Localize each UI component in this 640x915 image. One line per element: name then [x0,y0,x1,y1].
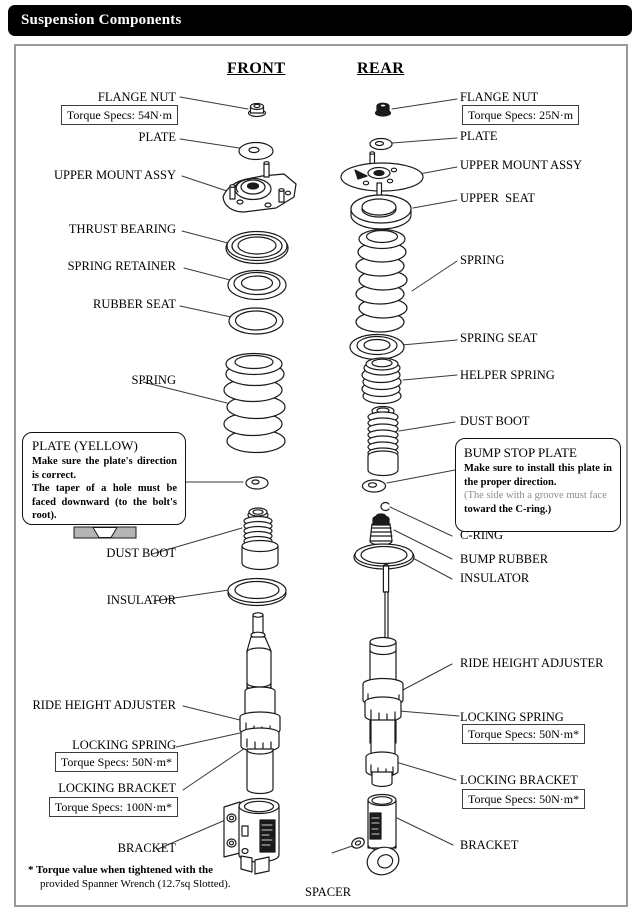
plate-yellow-note-line1: Make sure the plate's direction is corre… [32,456,177,481]
rear-c-ring-drawing [380,501,390,512]
rear-spacer-drawing [351,837,365,849]
bump-stop-note-line1: Make sure to install this plate in the p… [464,463,612,488]
rear-plate-drawing [369,137,393,151]
rear-locking-spring-label: LOCKING SPRING [460,710,564,724]
front-yellow-plate-drawing [245,476,269,490]
rear-leader-lines [331,98,460,854]
front-insulator-label: INSULATOR [106,593,176,607]
rear-shock-absorber-drawing [362,563,404,788]
bump-stop-note-line2: (The side with a groove must face [464,490,607,501]
plate-cross-section-diagram [73,526,136,538]
page-header: Suspension Components [8,5,632,36]
rear-flange-nut-drawing [374,102,392,117]
rear-upper-seat-label: UPPER SEAT [460,191,536,205]
front-rubber-seat-label: RUBBER SEAT [92,297,176,311]
rear-flange-nut-label: FLANGE NUT [460,90,539,104]
front-thrust-bearing-drawing [225,230,289,265]
rear-column-heading: REAR [357,60,405,77]
front-dust-boot-drawing [241,507,279,571]
front-plate-label: PLATE [138,130,177,144]
rear-helper-spring-drawing [361,357,402,405]
rear-dust-boot-drawing [367,405,399,477]
front-upper-mount-label: UPPER MOUNT ASSY [53,168,176,182]
plate-yellow-note-title: PLATE (YELLOW) [32,438,138,453]
rear-bracket-label: BRACKET [460,838,519,852]
rear-upper-mount-drawing [340,151,424,199]
plate-yellow-note-box: PLATE (YELLOW) Make sure the plate's dir… [22,432,186,538]
rear-spring-seat-drawing [349,333,405,361]
front-bracket-drawing [223,797,280,875]
rear-spring-seat-label: SPRING SEAT [460,331,538,345]
plate-yellow-note-line2: The taper of a hole must be faced downwa… [32,483,177,521]
footnote-line1: * Torque value when tightened with the [28,864,213,876]
front-dust-boot-label: DUST BOOT [106,546,176,560]
front-spring-retainer-label: SPRING RETAINER [67,259,176,273]
rear-bump-stop-plate-drawing [361,479,387,493]
front-ride-height-adjuster-label: RIDE HEIGHT ADJUSTER [32,698,176,712]
rear-locking-bracket-torque-box: Torque Specs: 50N·m* [462,789,586,809]
rear-upper-seat-drawing [350,194,412,230]
footnote-line2: provided Spanner Wrench (12.7sq Slotted)… [40,878,231,890]
front-spring-drawing [223,352,286,454]
front-flange-nut-torque-box: Torque Specs: 54N·m [60,105,178,125]
rear-dust-boot-label: DUST BOOT [460,414,530,428]
rear-plate-label: PLATE [460,129,498,143]
rear-spring-drawing [355,228,408,333]
rear-insulator-label: INSULATOR [460,571,530,585]
front-locking-spring-label: LOCKING SPRING [72,738,176,752]
front-spring-label: SPRING [131,373,176,387]
rear-locking-spring-torque-box: Torque Specs: 50N·m* [462,724,586,744]
rear-upper-mount-label: UPPER MOUNT ASSY [460,158,583,172]
rear-bump-rubber-label: BUMP RUBBER [460,552,549,566]
front-flange-nut-label: FLANGE NUT [97,90,176,104]
rear-ride-height-adjuster-label: RIDE HEIGHT ADJUSTER [460,656,604,670]
page-title: Suspension Components [21,12,182,28]
front-locking-spring-torque-box: Torque Specs: 50N·m* [54,752,178,772]
front-upper-mount-drawing [222,161,297,213]
front-spring-retainer-drawing [227,269,287,301]
front-plate-drawing [238,141,274,161]
front-thrust-bearing-label: THRUST BEARING [68,222,176,236]
rear-spacer-label: SPACER (KIT PATTS) [305,855,373,915]
front-flange-nut-drawing [247,102,267,118]
front-column-heading: FRONT [227,60,286,77]
rear-bracket-drawing [366,793,400,876]
bump-stop-note-title: BUMP STOP PLATE [464,445,577,460]
rear-insulator-drawing [353,543,415,570]
rear-flange-nut-torque-box: Torque Specs: 25N·m [462,105,580,125]
rear-locking-bracket-label: LOCKING BRACKET [460,773,578,787]
rear-spring-label: SPRING [460,253,505,267]
rear-helper-spring-label: HELPER SPRING [460,368,555,382]
front-rubber-seat-drawing [228,307,284,335]
rear-bump-rubber-drawing [369,513,393,546]
front-insulator-drawing [227,577,287,607]
bump-stop-plate-note-box: BUMP STOP PLATE Make sure to install thi… [455,438,621,532]
front-shock-absorber-drawing [239,612,281,795]
front-leader-lines [142,96,252,850]
front-locking-bracket-label: LOCKING BRACKET [58,781,176,795]
bump-stop-note-line3: toward the C-ring.) [464,503,552,515]
rear-spacer-label-line1: SPACER [305,885,352,899]
front-locking-bracket-torque-box: Torque Specs: 100N·m* [48,797,178,817]
front-bracket-label: BRACKET [117,841,176,855]
